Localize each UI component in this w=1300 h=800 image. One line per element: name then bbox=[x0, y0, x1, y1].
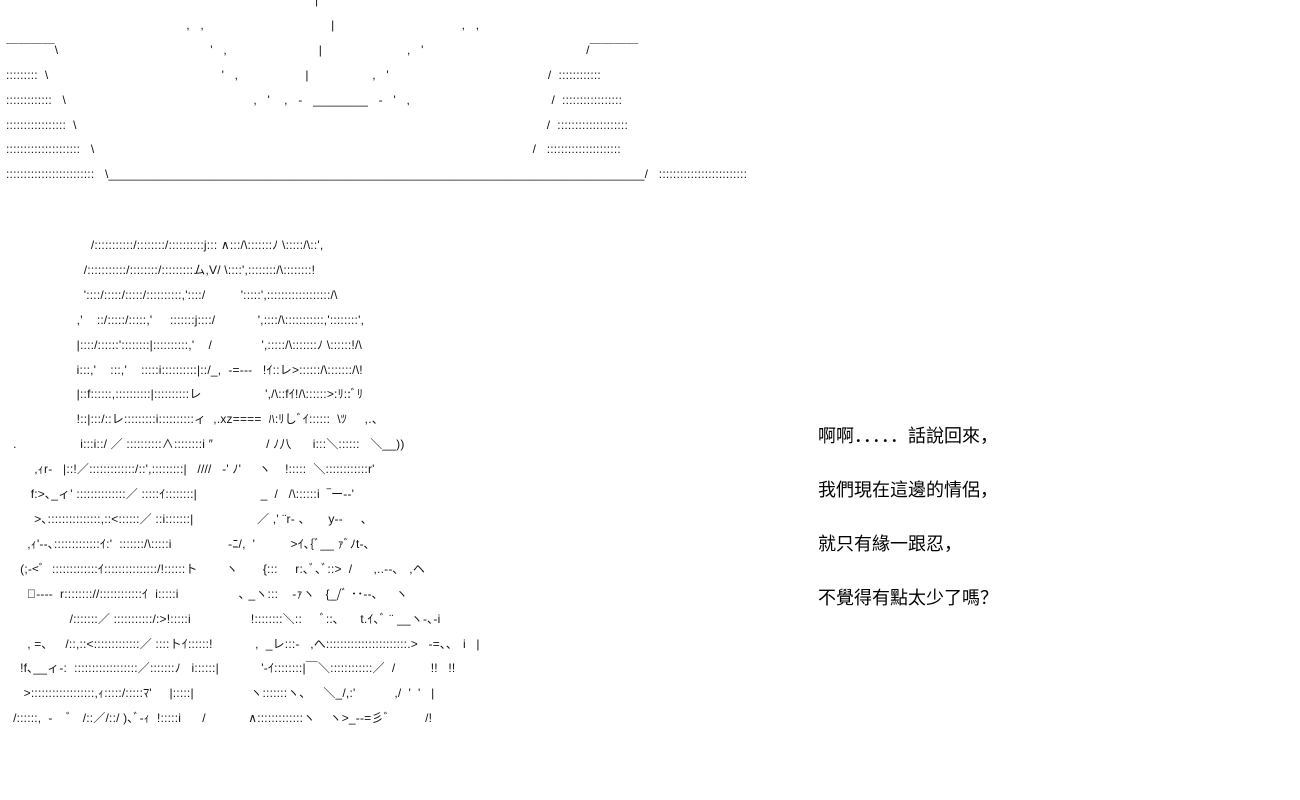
dialog-text: 啊啊．．．．．話說回來， 我們現在這邊的情侶， 就只有緣一跟忍， 不覺得有點太少… bbox=[818, 422, 998, 638]
dialog-line: 不覺得有點太少了嗎？ bbox=[818, 588, 998, 609]
ascii-art-characters: /:::::::::::/::::::::/::::::::::j::: ∧::… bbox=[13, 238, 480, 726]
dialog-line: 啊啊．．．．．話說回來， bbox=[818, 426, 998, 447]
ascii-art-background: ￣ | ￣ bbox=[6, 0, 748, 182]
dialog-line: 就只有緣一跟忍， bbox=[818, 534, 962, 555]
dialog-line: 我們現在這邊的情侶， bbox=[818, 480, 998, 501]
